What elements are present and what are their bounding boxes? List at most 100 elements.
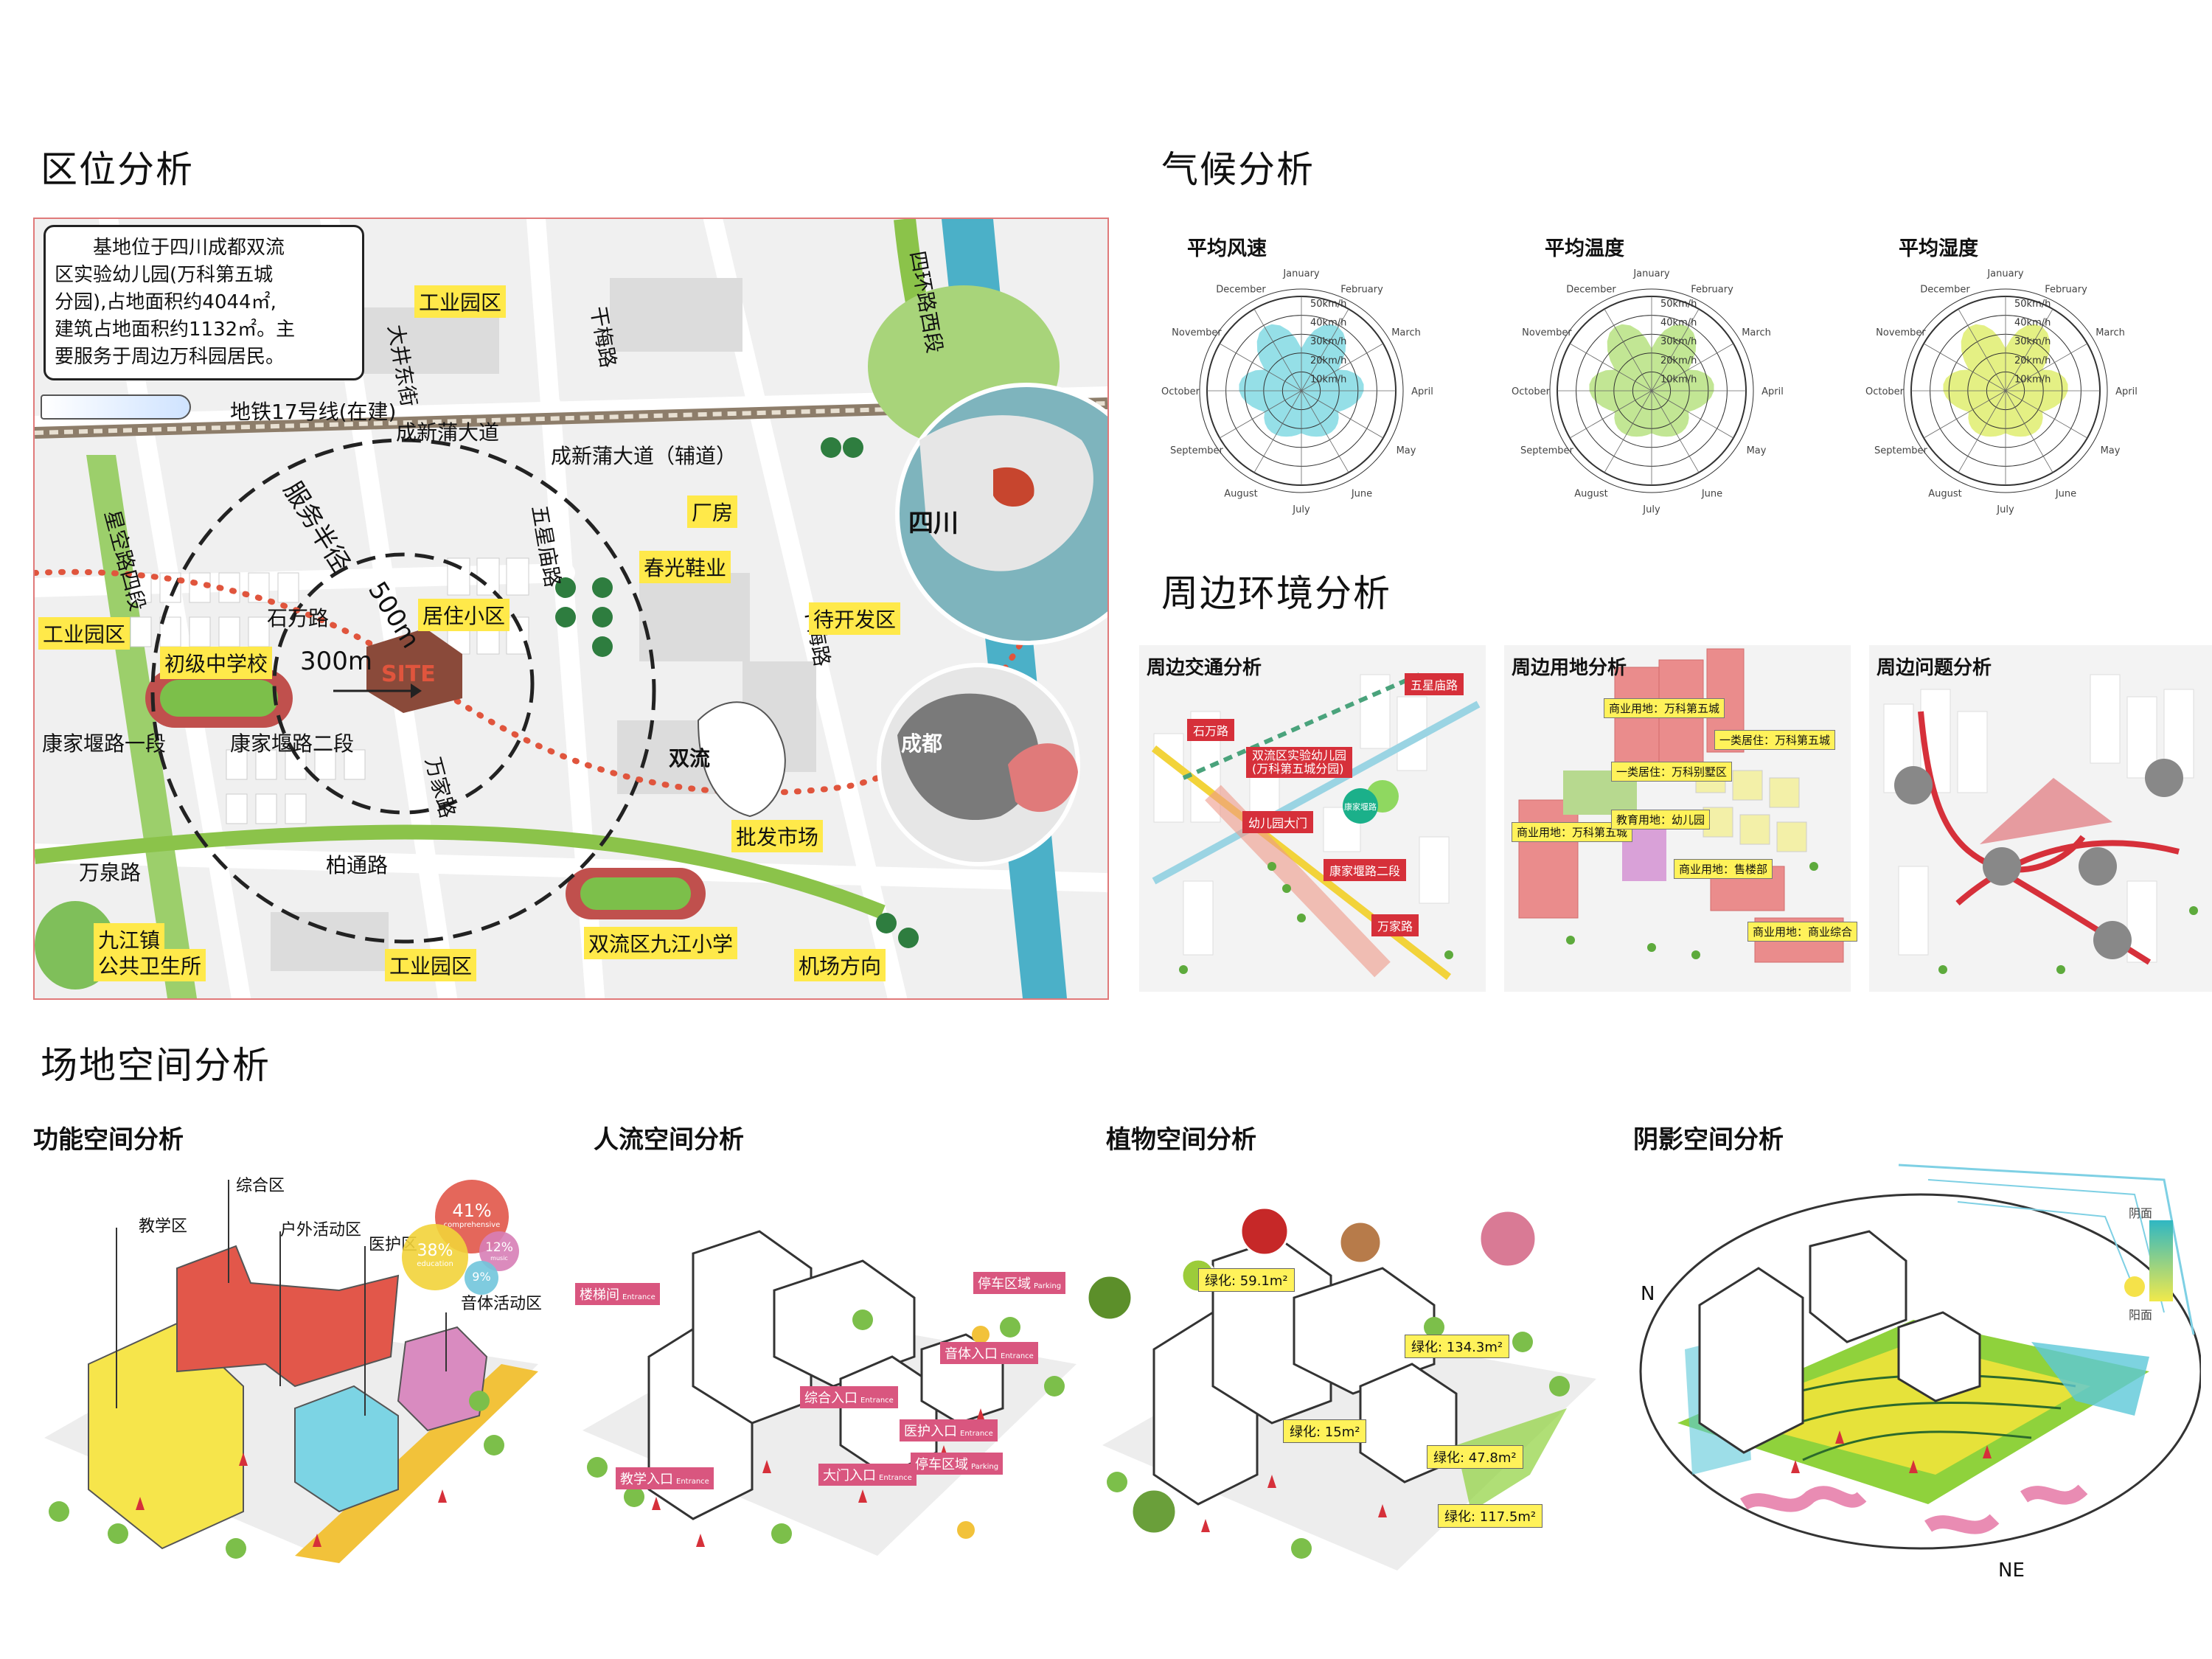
radar-month-label: June: [1351, 489, 1372, 500]
section-title-surroundings: 周边环境分析: [1161, 572, 1391, 615]
compass-northeast: NE: [1998, 1559, 2025, 1582]
radar-month-label: February: [1340, 284, 1383, 295]
road-label-chengxin: 成新蒲大道: [396, 420, 500, 445]
bus-stop-label: 康家堰路: [1344, 802, 1377, 812]
radar-spoke: [2005, 343, 2088, 392]
radar-spoke: [1253, 390, 1302, 473]
pct-value: 41%: [452, 1200, 492, 1221]
flow-tag-en: Entrance: [860, 1397, 894, 1405]
radar-spoke: [1253, 308, 1302, 392]
radar-chart: 50km/h40km/h30km/h20km/h10km/hJanuaryFeb…: [1865, 268, 2138, 515]
radar-spoke: [1958, 308, 2006, 392]
function-label-outdoor: 户外活动区: [280, 1221, 362, 1239]
radar-ring-label: 20km/h: [1660, 355, 1697, 366]
radar-month-label: December: [1216, 284, 1266, 295]
road-label-baitong: 柏通路: [326, 853, 389, 877]
metro-label: 地铁17号线(在建): [230, 400, 397, 424]
space-title-flow: 人流空间分析: [594, 1125, 744, 1155]
place-tag-residential: 居住小区: [418, 599, 510, 631]
radar-month-label: March: [2096, 327, 2125, 338]
pct-sub: education: [417, 1260, 453, 1268]
land-tag: 一类居住：万科别墅区: [1611, 762, 1733, 782]
function-graphic: [44, 1180, 538, 1563]
traffic-tag: 万家路: [1371, 914, 1419, 936]
radar-month-label: June: [1701, 489, 1722, 500]
space-title-function: 功能空间分析: [33, 1125, 184, 1155]
radar-ring-label: 50km/h: [1310, 299, 1346, 310]
traffic-tag-kindergarten: 双流区实验幼儿园 (万科第五城分园): [1246, 747, 1353, 778]
radar-month-label: April: [1761, 386, 1784, 397]
place-tag-primary-school: 双流区九江小学: [584, 927, 738, 959]
pct-sub: music: [490, 1255, 508, 1262]
radar-month-label: April: [1411, 386, 1433, 397]
traffic-tag: 石万路: [1187, 719, 1235, 741]
place-tag-airport: 机场方向: [794, 949, 886, 981]
traffic-tag: 五星庙路: [1405, 673, 1464, 695]
radar-ring-label: 30km/h: [1660, 336, 1697, 347]
land-tag: 一类居住：万科第五城: [1714, 730, 1836, 750]
function-label-music: 音体活动区: [461, 1295, 543, 1313]
flow-tag-cn: 综合入口: [804, 1391, 858, 1406]
radar-spoke: [1923, 390, 2006, 439]
space-title-shadow: 阴影空间分析: [1633, 1125, 1784, 1155]
traffic-tag: 幼儿园大门: [1242, 811, 1314, 833]
radar-month-label: May: [1747, 445, 1767, 456]
radar-ring-label: 20km/h: [1310, 355, 1346, 366]
radar-spoke: [1923, 343, 2006, 392]
flow-tag-cn: 停车区域: [978, 1276, 1031, 1292]
radar-spoke: [1651, 343, 1734, 392]
radar-month-label: May: [2101, 445, 2121, 456]
flow-tag-en: Entrance: [1001, 1352, 1034, 1360]
radar-ring-label: 50km/h: [1660, 299, 1697, 310]
radar-spoke: [1219, 343, 1302, 392]
pct-bubble: 9%: [465, 1261, 498, 1295]
radar-month-label: November: [1876, 327, 1926, 338]
land-use-title: 周边用地分析: [1512, 657, 1627, 679]
traffic-tag: 康家堰路二段: [1324, 859, 1407, 881]
site-callout: 基地位于四川成都双流 区实验幼儿园(万科第五城 分园),占地面积约4044㎡, …: [44, 225, 364, 380]
radar-spoke: [1569, 343, 1652, 392]
callout-line: 区实验幼儿园(万科第五城: [55, 264, 274, 286]
flow-tag-en: Entrance: [622, 1293, 655, 1301]
climate-title-wind: 平均风速: [1187, 237, 1267, 260]
radar-spoke: [1301, 308, 1349, 392]
radar-spoke: [1958, 390, 2006, 473]
place-tag-industrial: 工业园区: [385, 949, 477, 981]
radar-month-label: September: [1874, 445, 1928, 456]
radar-spoke: [1301, 343, 1384, 392]
radar-month-label: October: [1161, 386, 1200, 397]
pct-value: 12%: [485, 1240, 513, 1255]
radar-ring: [1199, 288, 1404, 493]
place-tag-wholesale: 批发市场: [731, 820, 824, 852]
radar-month-label: January: [1986, 268, 2024, 279]
traffic-tag-line: (万科第五城分园): [1252, 762, 1344, 776]
climate-radar-group: 50km/h 40km/h 30km/h 20km/h 10km/h JanuaryFeb…: [1161, 268, 2138, 515]
road-label-kangjia1: 康家堰路一段: [42, 731, 167, 756]
region-label-shuangliu: 双流: [669, 746, 711, 771]
pct-sub: comprehensive: [443, 1221, 501, 1229]
radar-month-label: June: [2055, 489, 2076, 500]
flow-tag-cn: 楼梯间: [580, 1287, 619, 1303]
radar-month-label: September: [1170, 445, 1224, 456]
radar-ring-label: 10km/h: [1660, 374, 1697, 385]
radar-month-label: January: [1282, 268, 1320, 279]
land-tag: 教育用地：幼儿园: [1611, 810, 1711, 830]
road-label-chengxin-aux: 成新蒲大道（辅道）: [551, 444, 737, 468]
problem-panel: 周边问题分析: [1869, 645, 2212, 992]
compass-north: N: [1641, 1283, 1655, 1305]
radar-spoke: [1651, 390, 1734, 439]
radar-spoke: [2005, 308, 2053, 392]
flow-tag-cn: 停车区域: [915, 1457, 968, 1472]
callout-line: 分园),占地面积约4044㎡,: [55, 291, 276, 313]
section-title-climate: 气候分析: [1161, 148, 1315, 191]
place-tag-shoes: 春光鞋业: [639, 551, 731, 583]
radar-ring-label: 40km/h: [1660, 318, 1697, 329]
climate-title-humidity: 平均湿度: [1899, 237, 1978, 260]
plant-graphic: [1088, 1206, 1596, 1571]
radar-month-label: February: [2045, 284, 2087, 295]
